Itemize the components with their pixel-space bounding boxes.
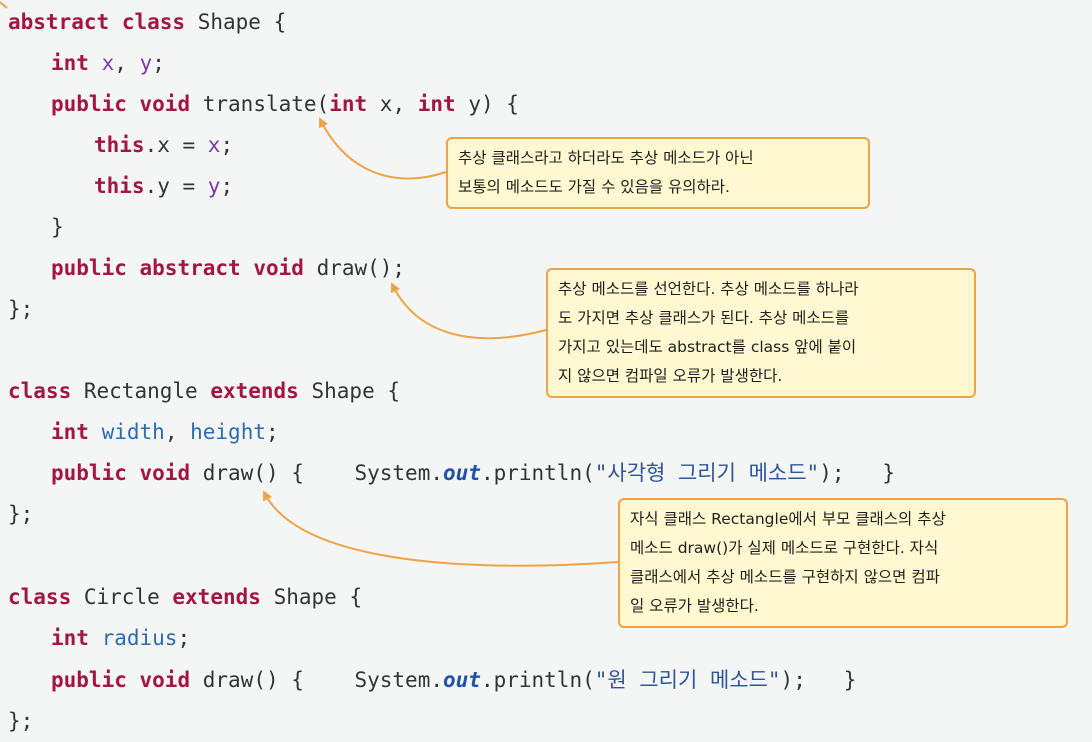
code-line-rectangle-draw: public void draw() { System.out.println(… <box>51 461 896 485</box>
note-translate: 추상 클래스라고 하더라도 추상 메소드가 아닌 보통의 메소드도 가질 수 있… <box>446 137 870 209</box>
code-line-translate-signature: public void translate(int x, int y) { <box>51 92 519 116</box>
code-line-translate-close: } <box>51 215 64 239</box>
code-line-circle-close: }; <box>8 709 34 733</box>
code-line-rectangle-fields: int width, height; <box>51 420 279 444</box>
code-line-rectangle-class: class Rectangle extends Shape { <box>8 379 401 403</box>
code-line-rectangle-close: }; <box>8 502 34 526</box>
arrow-to-rectangle-draw <box>263 490 619 567</box>
note-rectangle-draw: 자식 클래스 Rectangle에서 부모 클래스의 추상 메소드 draw()… <box>618 498 1068 628</box>
code-line-shape-class: abstract class Shape { <box>8 10 287 34</box>
code-line-circle-fields: int radius; <box>51 626 191 650</box>
code-line-shape-close: }; <box>8 297 34 321</box>
code-line-this-y: this.y = y; <box>94 174 234 198</box>
code-line-circle-draw: public void draw() { System.out.println(… <box>51 668 857 692</box>
code-line-this-x: this.x = x; <box>94 133 234 157</box>
code-line-shape-fields: int x, y; <box>51 51 165 75</box>
arrow-to-translate <box>319 117 447 180</box>
corner-arrow-icon <box>0 1 8 9</box>
code-line-circle-class: class Circle extends Shape { <box>8 585 363 609</box>
arrow-to-abstract-draw <box>390 282 547 340</box>
note-abstract-draw: 추상 메소드를 선언한다. 추상 메소드를 하나라 도 가지면 추상 클래스가 … <box>546 268 976 398</box>
code-line-abstract-draw: public abstract void draw(); <box>51 256 406 280</box>
